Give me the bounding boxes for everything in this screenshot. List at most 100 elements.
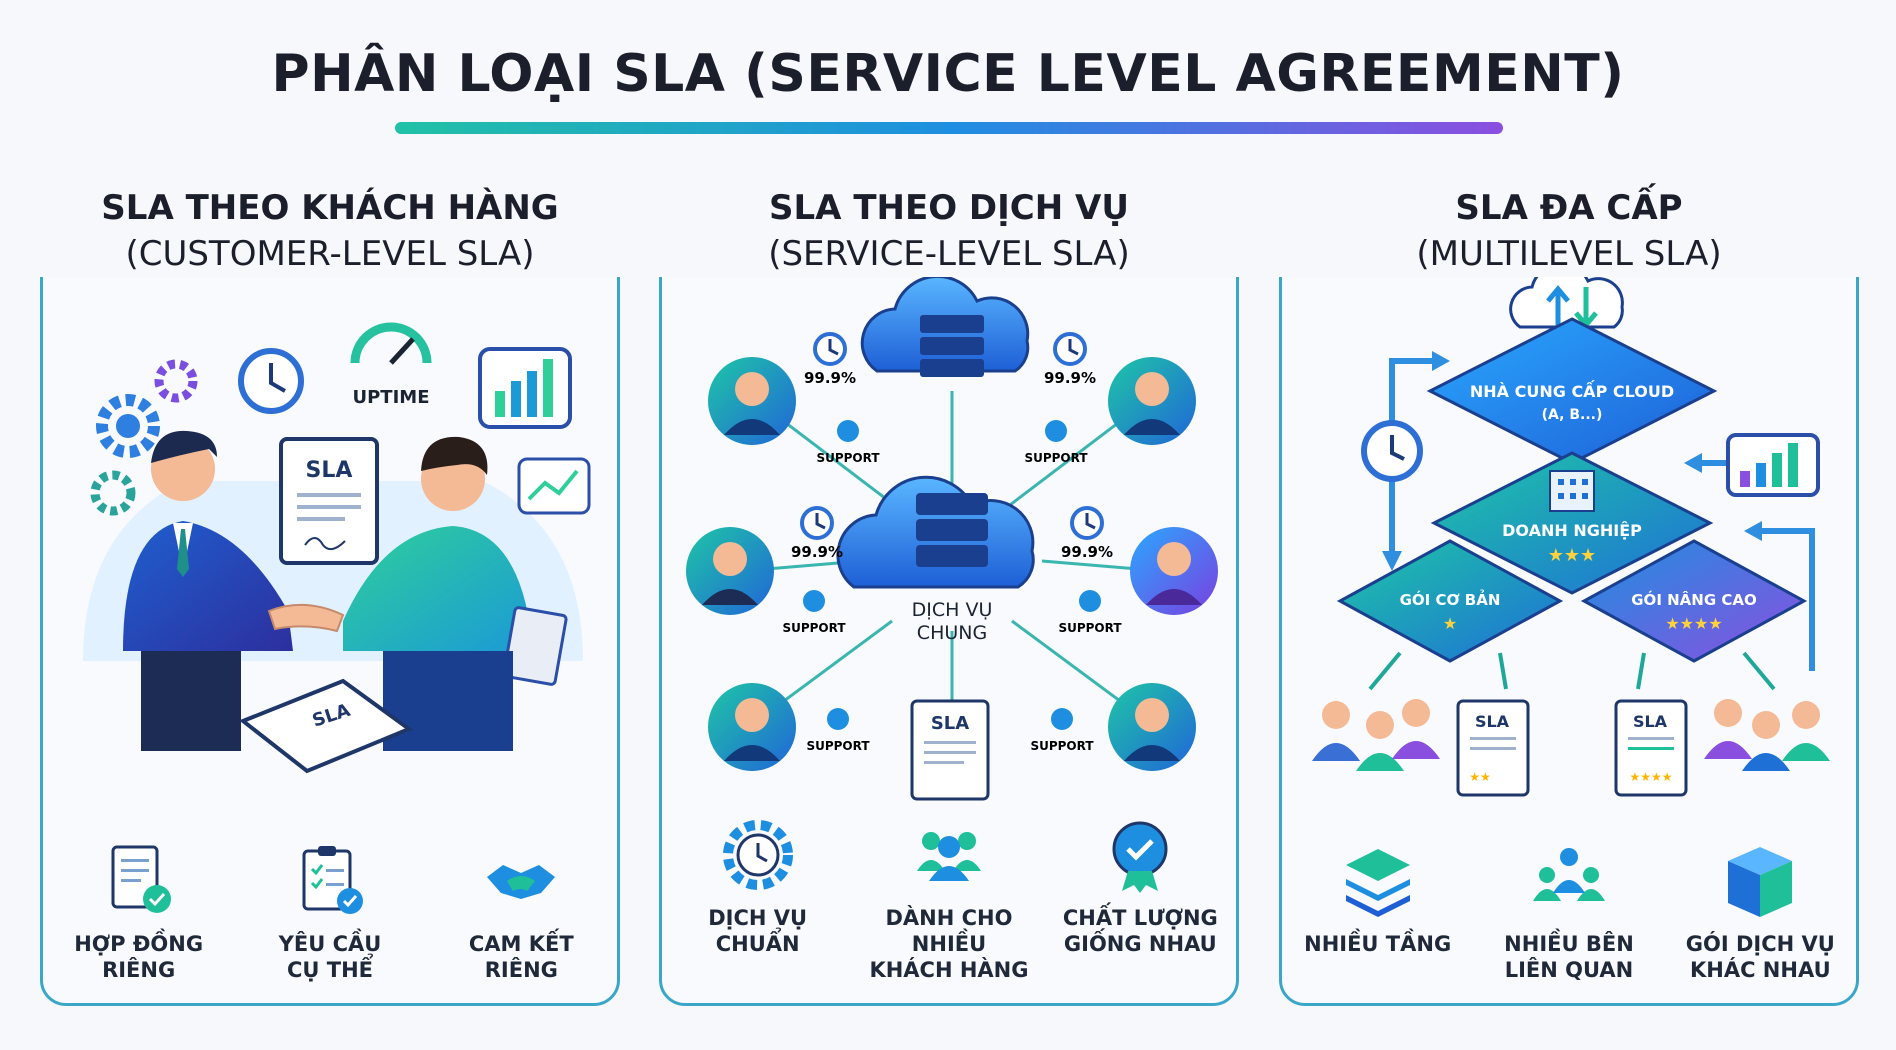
clock-icon	[1070, 506, 1104, 540]
sla-doc-label: SLA	[1633, 712, 1668, 731]
feature-label: DỊCH VỤ CHUẨN	[708, 906, 808, 956]
enterprise-tier	[1430, 451, 1714, 595]
feature-label: DÀNH CHO NHIỀU KHÁCH HÀNG	[869, 906, 1029, 982]
support-headset-icon	[1051, 708, 1073, 730]
panel-customer-level: UPTIME SLA	[40, 228, 620, 1006]
panel-subtitle: (CUSTOMER-LEVEL SLA)	[125, 234, 535, 274]
doc-stars: ★★	[1469, 770, 1491, 784]
uptime-label: 99.9%	[804, 369, 856, 387]
trend-chart-icon	[517, 457, 591, 515]
support-label: SUPPORT	[1030, 739, 1094, 753]
gear-icon	[96, 394, 160, 458]
feature-item: DÀNH CHO NHIỀU KHÁCH HÀNG	[859, 815, 1039, 983]
feature-item: CAM KẾT RIÊNG	[431, 841, 611, 983]
panel-title: SLA ĐA CẤP	[1455, 188, 1683, 228]
advanced-tier	[1580, 539, 1808, 663]
feature-item: NHIỀU TẦNG	[1288, 841, 1468, 983]
sla-document: SLA ★★★★	[1614, 699, 1688, 797]
user-group	[1704, 699, 1830, 771]
group-icon	[916, 832, 981, 881]
customer-sla-illustration: UPTIME SLA	[83, 322, 591, 774]
bar-chart-icon	[478, 347, 572, 429]
customer-avatar	[1108, 357, 1196, 445]
panel-title: SLA THEO KHÁCH HÀNG	[101, 188, 559, 228]
sla-doc-label: SLA	[306, 458, 353, 483]
basic-label: GÓI CƠ BẢN	[1400, 588, 1501, 609]
feature-item: NHIỀU BÊN LIÊN QUAN	[1479, 841, 1659, 983]
uptime-gauge-icon: UPTIME	[350, 322, 432, 408]
support-headset-icon	[803, 590, 825, 612]
contract-icon	[111, 845, 171, 913]
panel-heading: SLA THEO DỊCH VỤ (SERVICE-LEVEL SLA)	[659, 185, 1239, 277]
multilevel-features: NHIỀU TẦNG NHIỀU BÊN LIÊN QUAN GÓI DỊCH …	[1282, 841, 1856, 983]
basic-tier	[1336, 539, 1564, 663]
clock-icon	[1053, 332, 1087, 366]
feature-label: YÊU CẦU CỤ THỂ	[278, 932, 382, 982]
layers-icon	[1345, 849, 1410, 917]
support-headset-icon	[1045, 420, 1067, 442]
clock-icon	[238, 348, 304, 414]
customer-avatar	[1108, 683, 1196, 771]
uptime-label: 99.9%	[1061, 543, 1113, 561]
panel-subtitle: (MULTILEVEL SLA)	[1416, 234, 1722, 274]
customer-avatar	[1130, 527, 1218, 615]
feature-label: HỢP ĐỒNG RIÊNG	[74, 932, 204, 982]
handshake	[267, 603, 345, 633]
multilevel-sla-illustration: NHÀ CUNG CẤP CLOUD (A, B...) DOANH NGHIỆ…	[1312, 262, 1830, 797]
businessman-figure	[123, 430, 293, 751]
feature-item: DỊCH VỤ CHUẨN	[668, 815, 848, 983]
package-icon	[1728, 847, 1793, 917]
sla-paper: SLA	[239, 678, 414, 774]
customer-avatar	[708, 683, 796, 771]
feature-label: CAM KẾT RIÊNG	[468, 932, 574, 982]
panel-title: SLA THEO DỊCH VỤ	[769, 188, 1129, 228]
customer-features: HỢP ĐỒNG RIÊNG YÊU CẦU CỤ THỂ CAM KẾT RI…	[43, 841, 617, 983]
clock-icon	[813, 332, 847, 366]
customer-avatar	[708, 357, 796, 445]
feature-item: YÊU CẦU CỤ THỂ	[240, 841, 420, 983]
tier-arrows	[1368, 651, 1776, 691]
uptime-label: 99.9%	[791, 543, 843, 561]
feature-item: HỢP ĐỒNG RIÊNG	[49, 841, 229, 983]
advanced-stars: ★★★★	[1665, 614, 1722, 633]
sla-document: SLA	[910, 699, 990, 801]
sla-doc-label: SLA	[931, 713, 969, 734]
customer-avatar	[686, 527, 774, 615]
handshake-icon	[487, 865, 556, 899]
sla-doc-label: SLA	[1475, 712, 1510, 731]
feature-label: NHIỀU TẦNG	[1304, 932, 1452, 956]
panel-heading: SLA THEO KHÁCH HÀNG (CUSTOMER-LEVEL SLA)	[40, 185, 620, 277]
panel-multilevel: NHÀ CUNG CẤP CLOUD (A, B...) DOANH NGHIỆ…	[1279, 228, 1859, 1006]
feature-item: GÓI DỊCH VỤ KHÁC NHAU	[1670, 841, 1850, 983]
panel-heading: SLA ĐA CẤP (MULTILEVEL SLA)	[1279, 185, 1859, 277]
support-label: SUPPORT	[816, 451, 880, 465]
cloud-server-top	[860, 274, 1030, 377]
provider-sublabel: (A, B...)	[1542, 407, 1603, 423]
support-label: SUPPORT	[1024, 451, 1088, 465]
panel-subtitle: (SERVICE-LEVEL SLA)	[768, 234, 1130, 274]
title-underline	[395, 122, 1503, 134]
casual-man-figure	[343, 436, 568, 751]
support-headset-icon	[1079, 590, 1101, 612]
advanced-label: GÓI NÂNG CAO	[1631, 590, 1757, 609]
building-icon	[1549, 470, 1595, 512]
basic-stars: ★	[1443, 614, 1457, 633]
gear-clock-icon	[722, 820, 793, 890]
bar-chart-icon	[1726, 433, 1820, 497]
support-label: SUPPORT	[806, 739, 870, 753]
sla-document: SLA ★★	[1456, 699, 1530, 797]
doc-stars: ★★★★	[1629, 770, 1672, 784]
badge-check-icon	[1112, 821, 1168, 893]
support-label: SUPPORT	[782, 621, 846, 635]
provider-label: NHÀ CUNG CẤP CLOUD	[1470, 380, 1674, 401]
checklist-icon	[302, 846, 363, 914]
user-group	[1312, 699, 1440, 771]
service-features: DỊCH VỤ CHUẨN DÀNH CHO NHIỀU KHÁCH HÀNG …	[662, 815, 1236, 983]
sla-document: SLA	[279, 437, 379, 565]
feature-label: NHIỀU BÊN LIÊN QUAN	[1504, 932, 1634, 982]
feature-label: GÓI DỊCH VỤ KHÁC NHAU	[1685, 932, 1835, 982]
support-headset-icon	[827, 708, 849, 730]
